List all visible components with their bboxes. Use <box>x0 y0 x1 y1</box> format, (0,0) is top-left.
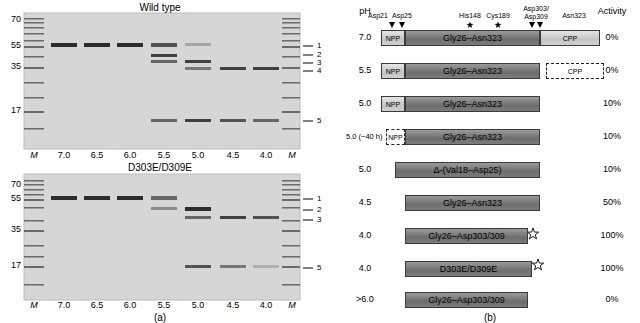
segment-label: D303E/D309E <box>440 265 498 274</box>
segment-label: Gly26–Asn323 <box>443 67 502 76</box>
ph-value: 5.0 (~40 h) <box>346 133 382 141</box>
gel-bottom <box>24 174 313 300</box>
segment-label: CPP <box>568 68 582 75</box>
band-number: 5 <box>317 117 321 126</box>
lane-label: M <box>288 151 296 161</box>
lane-label: 6.0 <box>124 301 137 311</box>
column-header: Activity <box>598 7 627 17</box>
residue-label: His148 <box>459 12 481 20</box>
lane-label: 5.5 <box>158 151 171 161</box>
activity-value: 100% <box>600 264 623 274</box>
lane-label: 6.5 <box>91 151 104 161</box>
residue-label: Cys189 <box>486 12 510 20</box>
segment-label: Gly26–Asn323 <box>443 199 502 208</box>
activity-value: 100% <box>600 231 623 241</box>
marker-mass: 55 <box>11 41 21 51</box>
band-number: 2 <box>317 206 321 215</box>
gel-top <box>24 13 313 149</box>
protein-segment: Gly26–Asn323 <box>405 96 540 112</box>
segment-label: Gly26–Asp303/309 <box>428 296 505 305</box>
protein-segment: Δ-(Val18–Asp25) <box>395 162 540 178</box>
segment-label: Gly26–Asn323 <box>443 133 502 142</box>
residue-markers <box>389 21 543 28</box>
marker-mass: 35 <box>11 62 21 72</box>
panel-caption: (a) <box>154 312 166 323</box>
residue-label: Asn323 <box>562 12 586 20</box>
lane-label: 4.0 <box>260 151 273 161</box>
activity-value: 50% <box>603 198 621 208</box>
band-number: 4 <box>317 67 321 76</box>
ph-value: 4.5 <box>359 198 372 208</box>
segment-label: NPP <box>388 134 402 141</box>
gel-title: Wild type <box>139 2 180 13</box>
segment-label: NPP <box>386 101 400 108</box>
lane-label: 4.5 <box>227 151 240 161</box>
residue-label: Asp25 <box>392 12 412 20</box>
panel-caption: (b) <box>484 312 496 323</box>
segment-label: NPP <box>386 35 400 42</box>
activity-value: 0% <box>605 66 618 76</box>
lane-label: M <box>288 301 296 311</box>
segment-label: NPP <box>386 68 400 75</box>
segment-label: Gly26–Asn323 <box>443 34 502 43</box>
marker-mass: 55 <box>11 194 21 204</box>
segment-label: CPP <box>563 35 577 42</box>
lane-label: 7.0 <box>58 151 71 161</box>
ph-value: 5.0 <box>359 165 372 175</box>
protein-segment: Gly26–Asp303/309 <box>405 292 528 308</box>
protein-segment: Gly26–Asp303/309 <box>405 228 528 244</box>
band-number: 1 <box>317 42 321 51</box>
activity-value: 10% <box>603 99 621 109</box>
band-number: 3 <box>317 216 321 225</box>
lane-label: 6.0 <box>124 151 137 161</box>
lane-label: 5.0 <box>192 151 205 161</box>
propeptide-segment: NPP <box>386 129 405 145</box>
propeptide-segment: NPP <box>381 63 405 79</box>
lane-label: 7.0 <box>58 301 71 311</box>
marker-mass: 70 <box>11 15 21 25</box>
ph-value: 5.5 <box>359 66 372 76</box>
activity-value: 10% <box>603 132 621 142</box>
marker-mass: 17 <box>11 106 21 116</box>
ph-value: >6.0 <box>356 295 374 305</box>
protein-segment: Gly26–Asn323 <box>405 30 540 46</box>
marker-mass: 17 <box>11 261 21 271</box>
activity-value: 10% <box>603 165 621 175</box>
lane-label: 5.5 <box>158 301 171 311</box>
lane-label: 4.5 <box>227 301 240 311</box>
lane-label: 5.0 <box>192 301 205 311</box>
segment-label: Gly26–Asn323 <box>443 100 502 109</box>
activity-value: 0% <box>605 33 618 43</box>
propeptide-segment: CPP <box>546 63 604 79</box>
residue-label: Asp303/ Asp309 <box>519 5 553 20</box>
lane-label: 4.0 <box>260 301 273 311</box>
propeptide-segment: CPP <box>540 30 600 46</box>
protein-segment: D303E/D309E <box>405 261 532 277</box>
protein-segment: Gly26–Asn323 <box>405 63 540 79</box>
segment-label: Gly26–Asp303/309 <box>428 232 505 241</box>
lane-label: M <box>30 301 38 311</box>
lane-label: 6.5 <box>91 301 104 311</box>
ph-value: 5.0 <box>359 99 372 109</box>
protein-segment: Gly26–Asn323 <box>405 129 540 145</box>
segment-label: Δ-(Val18–Asp25) <box>434 166 502 175</box>
gel-title: D303E/D309E <box>128 162 192 173</box>
ph-value: 4.0 <box>359 231 372 241</box>
ph-value: 7.0 <box>359 33 372 43</box>
band-number: 5 <box>317 264 321 273</box>
ph-value: 4.0 <box>359 264 372 274</box>
residue-label: Asp21 <box>368 12 388 20</box>
propeptide-segment: NPP <box>381 96 405 112</box>
propeptide-segment: NPP <box>381 30 405 46</box>
protein-segment: Gly26–Asn323 <box>405 195 540 211</box>
lane-label: M <box>30 151 38 161</box>
band-number: 1 <box>317 195 321 204</box>
marker-mass: 35 <box>11 225 21 235</box>
marker-mass: 70 <box>11 180 21 190</box>
activity-value: 0% <box>605 295 618 305</box>
